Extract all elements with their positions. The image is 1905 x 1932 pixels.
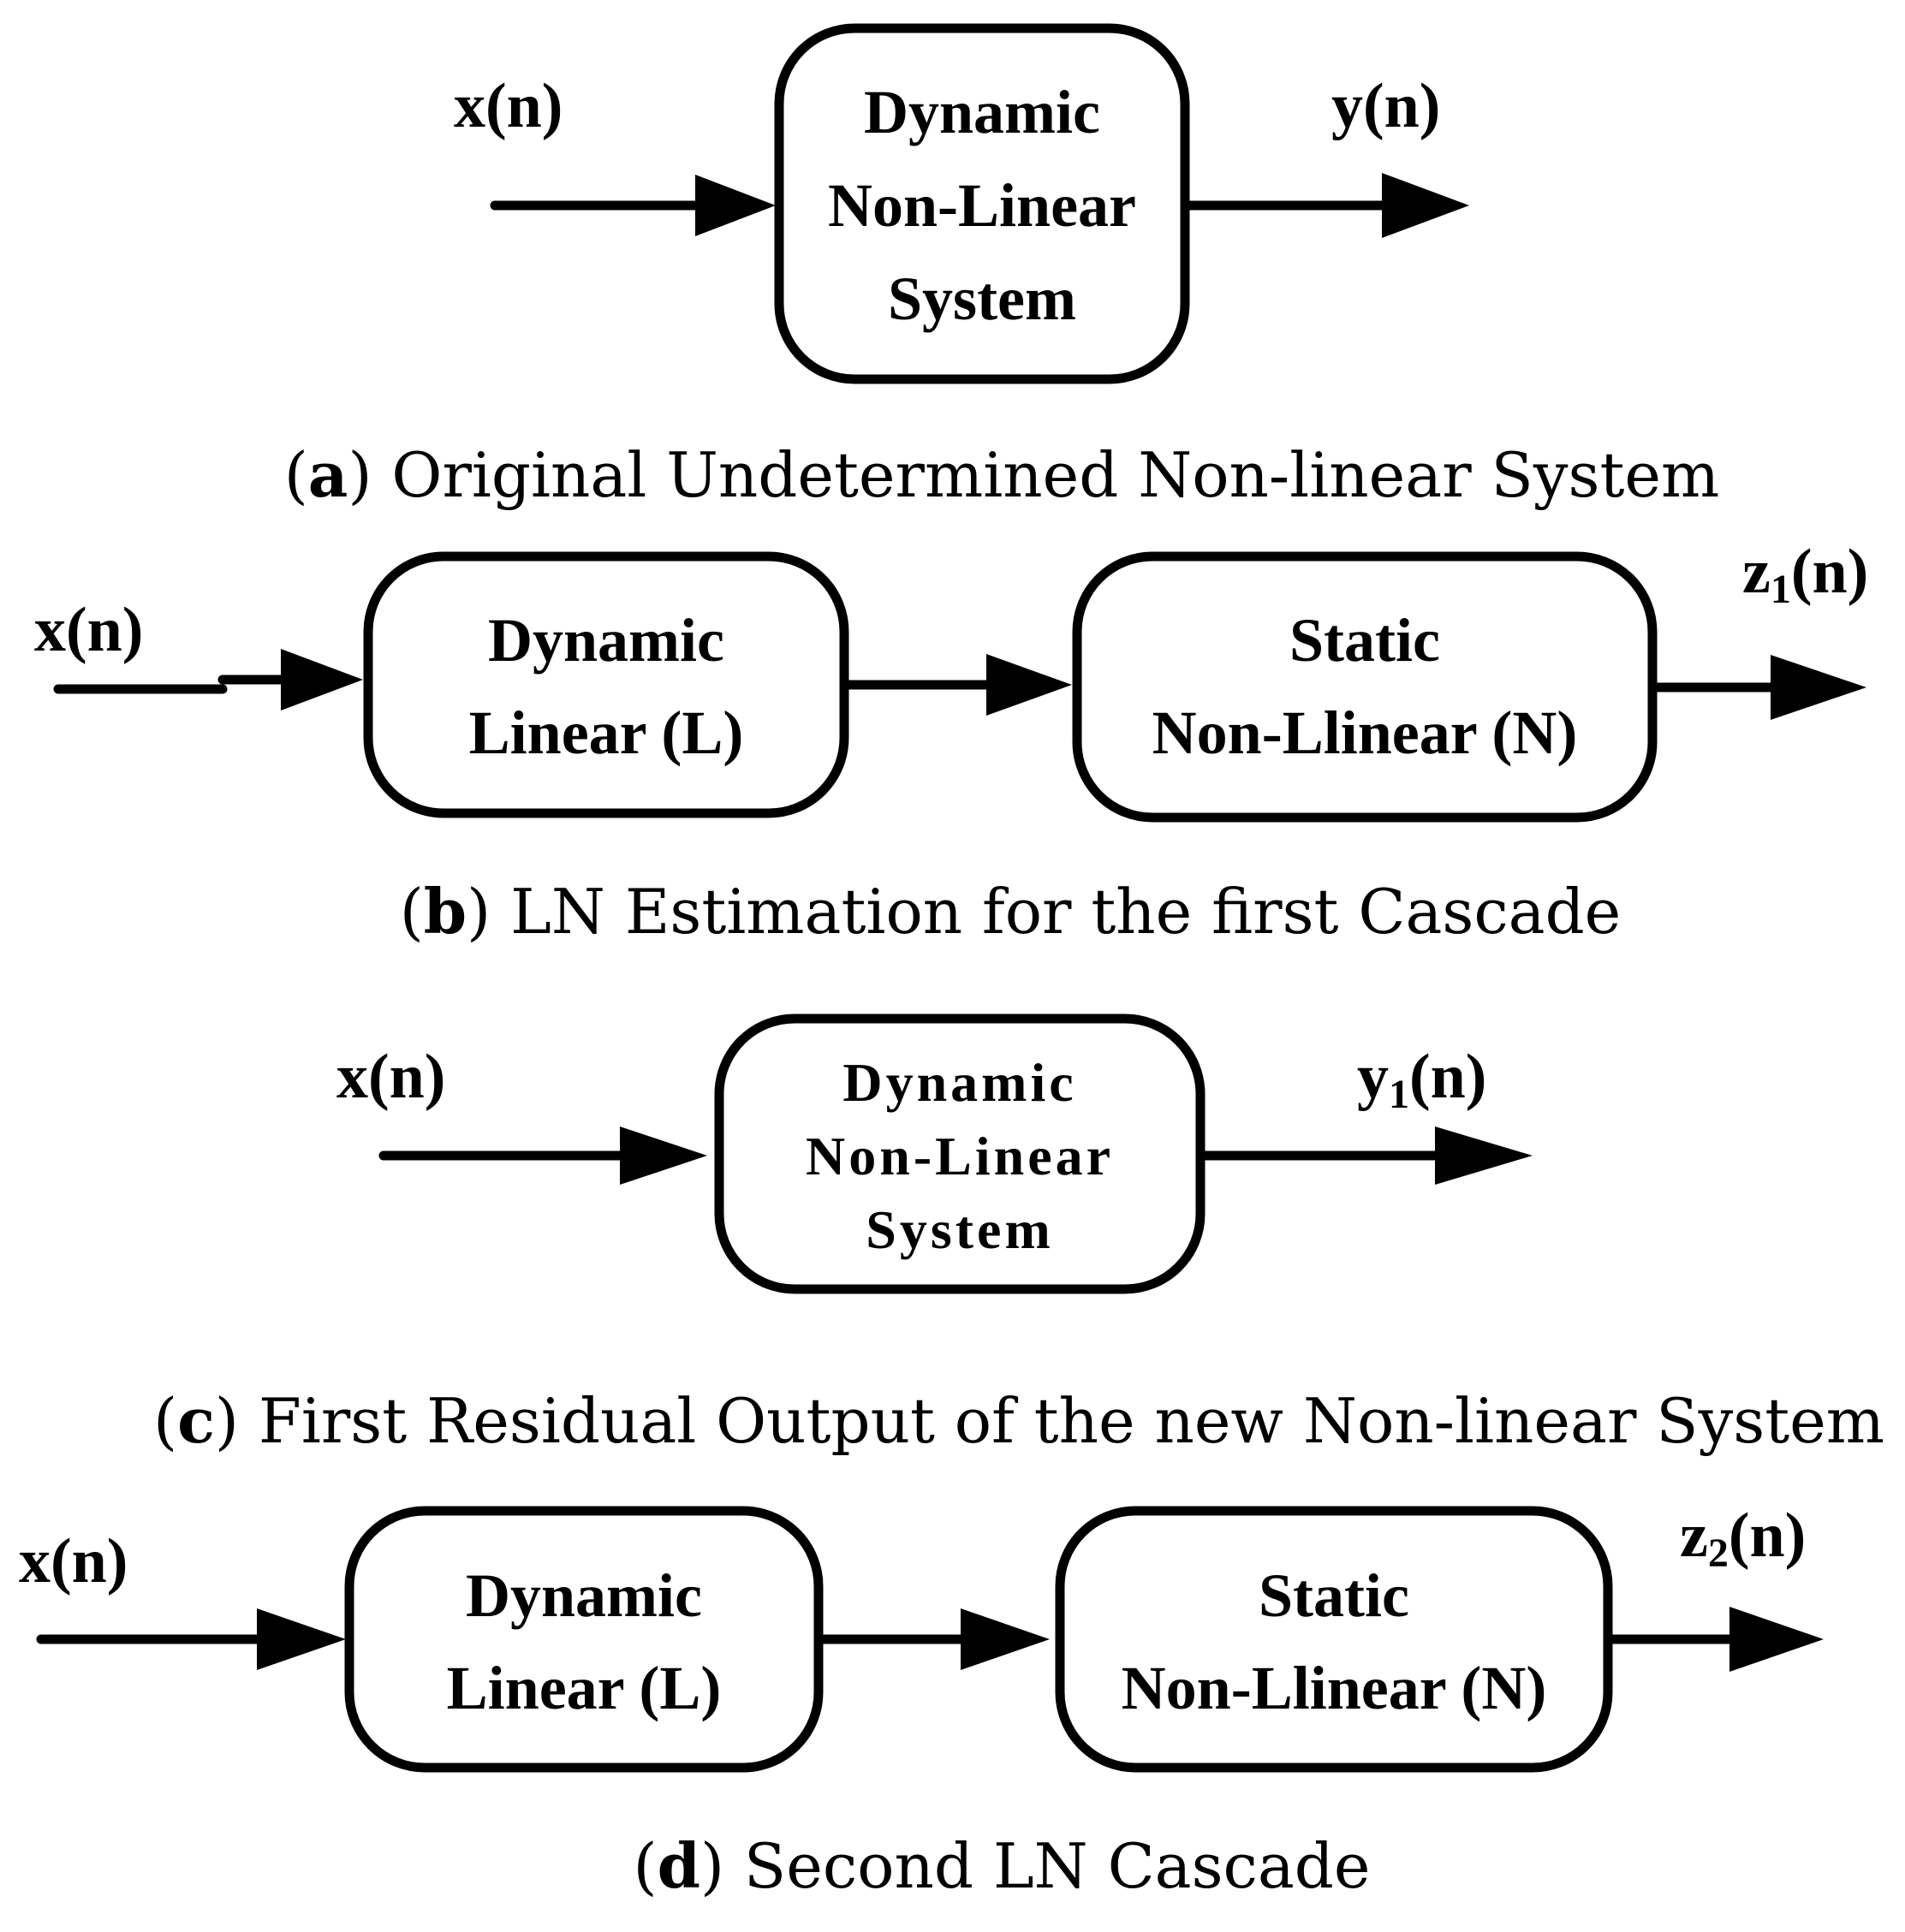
panel-c-output-label: y1(n) bbox=[1357, 1042, 1486, 1117]
panel-b-input-label: x(n) bbox=[34, 595, 143, 665]
panel-d-output-label: z2(n) bbox=[1680, 1501, 1806, 1576]
panel-a-output-label: y(n) bbox=[1331, 71, 1440, 141]
panel-b-middle-arrowhead bbox=[986, 654, 1072, 716]
panel-c: x(n) Dynamic Non-Linear System y1(n) (c)… bbox=[153, 1014, 1884, 1457]
panel-b-block2-line2: Non-Llinear (N) bbox=[1152, 698, 1578, 767]
panel-c-caption: (c) First Residual Output of the new Non… bbox=[153, 1384, 1884, 1457]
panel-d-input-label: x(n) bbox=[19, 1526, 128, 1596]
panel-d-block1-line2: Linear (L) bbox=[447, 1654, 722, 1722]
panel-d-caption: (d) Second LN Cascade bbox=[634, 1829, 1371, 1902]
panel-d-block2-line2: Non-Llinear (N) bbox=[1122, 1654, 1547, 1722]
panel-d-middle-arrowhead bbox=[961, 1608, 1050, 1670]
panel-d-dynamic-linear-block bbox=[344, 1506, 824, 1773]
panel-b-static-nonlinear-block bbox=[1072, 551, 1658, 823]
panel-b: x(n) Dynamic Linear (L) Static Non-Lline… bbox=[34, 537, 1868, 948]
panel-d-static-nonlinear-block bbox=[1055, 1506, 1613, 1773]
panel-b-block1-line1: Dynamic bbox=[488, 606, 724, 675]
panel-a-block-line3: System bbox=[888, 265, 1076, 333]
panel-d-block2-line1: Static bbox=[1259, 1561, 1409, 1630]
panel-c-block-line1: Dynamic bbox=[842, 1052, 1076, 1113]
panel-d-block1-line1: Dynamic bbox=[466, 1561, 702, 1630]
panel-a-input-arrowhead bbox=[695, 175, 776, 236]
panel-d-input-arrowhead bbox=[257, 1608, 346, 1670]
panel-c-input-label: x(n) bbox=[336, 1042, 445, 1112]
panel-c-input-arrowhead bbox=[620, 1127, 707, 1185]
panel-b-dynamic-linear-block bbox=[363, 551, 849, 818]
panel-c-output-arrowhead bbox=[1435, 1127, 1533, 1185]
panel-b-caption: (b) LN Estimation for the first Cascade bbox=[400, 875, 1622, 948]
panel-b-block2-line1: Static bbox=[1289, 606, 1440, 675]
panel-a-block-line1: Dynamic bbox=[864, 78, 1100, 146]
panel-a-input-label: x(n) bbox=[454, 71, 563, 141]
panel-c-block-line3: System bbox=[866, 1199, 1054, 1260]
panel-c-block-line2: Non-Linear bbox=[806, 1126, 1114, 1186]
panel-b-output-label: z1(n) bbox=[1742, 537, 1868, 612]
panel-d-output-arrowhead bbox=[1729, 1607, 1824, 1672]
panel-b-input-arrowhead bbox=[281, 649, 363, 710]
panel-d: x(n) Dynamic Linear (L) Static Non-Lline… bbox=[19, 1501, 1824, 1902]
panel-a-caption: (a) Original Undetermined Non-linear Sys… bbox=[284, 438, 1720, 511]
panel-b-block1-line2: Linear (L) bbox=[469, 698, 744, 767]
panel-a-block-line2: Non-Linear bbox=[828, 171, 1136, 240]
panel-a: x(n) Dynamic Non-Linear System y(n) (a) … bbox=[284, 23, 1720, 511]
panel-a-output-arrowhead bbox=[1382, 173, 1469, 238]
panel-b-output-arrowhead bbox=[1771, 655, 1866, 720]
